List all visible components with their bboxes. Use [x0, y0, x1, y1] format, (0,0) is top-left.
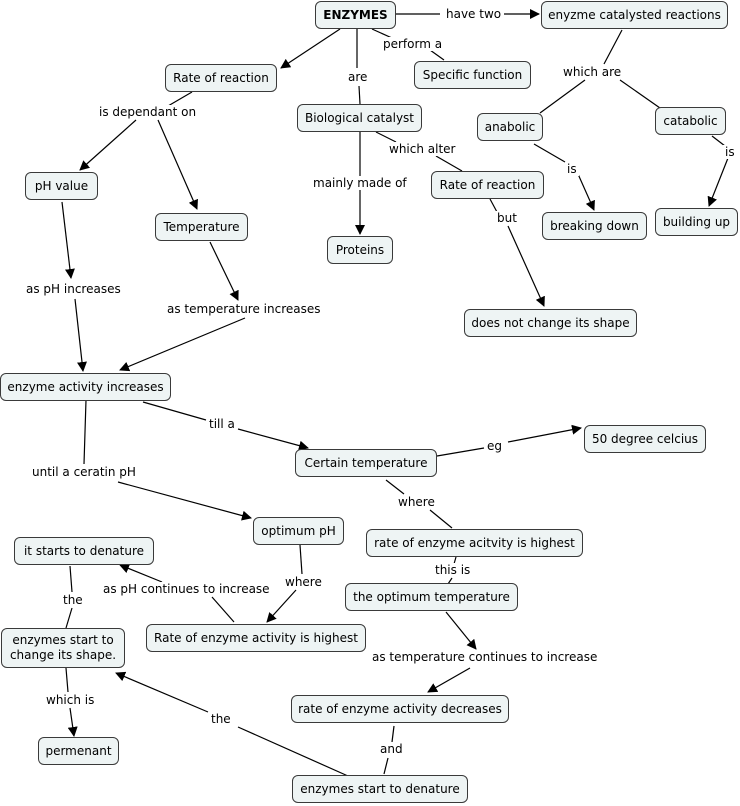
node-certain-temperature: Certain temperature	[295, 449, 437, 477]
node-catabolic: catabolic	[655, 107, 726, 135]
node-anabolic: anabolic	[477, 113, 543, 141]
link-as-temperature-increases: as temperature increases	[165, 302, 323, 316]
link-the-shape: the	[209, 712, 233, 726]
node-rate-enzyme-activity-highest: rate of enzyme acitvity is highest	[366, 529, 583, 557]
node-the-optimum-temperature: the optimum temperature	[345, 583, 518, 611]
node-ph-value: pH value	[25, 172, 98, 200]
node-specific-function: Specific function	[414, 61, 531, 89]
link-is-catabolic: is	[723, 145, 737, 159]
node-it-starts-to-denature: it starts to denature	[14, 537, 154, 565]
node-building-up: building up	[655, 208, 738, 236]
link-which-are: which are	[561, 65, 624, 79]
link-till-a: till a	[207, 417, 237, 431]
link-are: are	[346, 70, 370, 84]
node-50-degree-celcius: 50 degree celcius	[584, 425, 706, 453]
node-temperature: Temperature	[155, 213, 248, 241]
link-this-is: this is	[433, 563, 473, 577]
node-rate-of-enzyme-activity-is-highest: Rate of enzyme activity is highest	[146, 624, 366, 652]
link-until-a-ceratin-ph: until a ceratin pH	[30, 465, 138, 479]
link-as-ph-increases: as pH increases	[24, 282, 123, 296]
link-the-denature: the	[61, 593, 85, 607]
link-perform-a: perform a	[381, 37, 445, 51]
node-rate-enzyme-activity-decreases: rate of enzyme activity decreases	[291, 695, 509, 723]
node-enzymes-start-to-denature: enzymes start to denature	[292, 775, 468, 803]
link-as-temperature-continues: as temperature continues to increase	[370, 650, 600, 664]
node-permenant: permenant	[38, 737, 119, 765]
node-enzyme-activity-increases: enzyme activity increases	[0, 373, 171, 401]
node-rate-of-reaction: Rate of reaction	[165, 64, 277, 92]
node-breaking-down: breaking down	[542, 212, 647, 240]
link-eg: eg	[485, 439, 504, 453]
link-is-anabolic: is	[565, 162, 579, 176]
link-as-ph-continues: as pH continues to increase	[101, 582, 272, 596]
link-which-is: which is	[44, 693, 97, 707]
link-mainly-made-of: mainly made of	[311, 176, 409, 190]
node-enzymes: ENZYMES	[315, 1, 396, 29]
node-biological-catalyst: Biological catalyst	[297, 104, 422, 132]
node-optimum-ph: optimum pH	[253, 517, 344, 545]
node-proteins: Proteins	[327, 236, 393, 264]
link-have-two: have two	[444, 7, 504, 21]
link-where-ph: where	[283, 575, 324, 589]
node-does-not-change-shape: does not change its shape	[464, 309, 637, 337]
link-but: but	[495, 211, 519, 225]
link-where-temperature: where	[396, 495, 437, 509]
node-enzyme-catalysed-reactions: enyzme catalysted reactions	[541, 1, 728, 29]
node-rate-of-reaction-2: Rate of reaction	[431, 171, 544, 199]
link-and: and	[378, 742, 405, 756]
link-which-alter: which alter	[387, 142, 458, 156]
link-is-dependant-on: is dependant on	[97, 105, 199, 119]
node-enzymes-start-change-shape: enzymes start to change its shape.	[1, 628, 125, 668]
